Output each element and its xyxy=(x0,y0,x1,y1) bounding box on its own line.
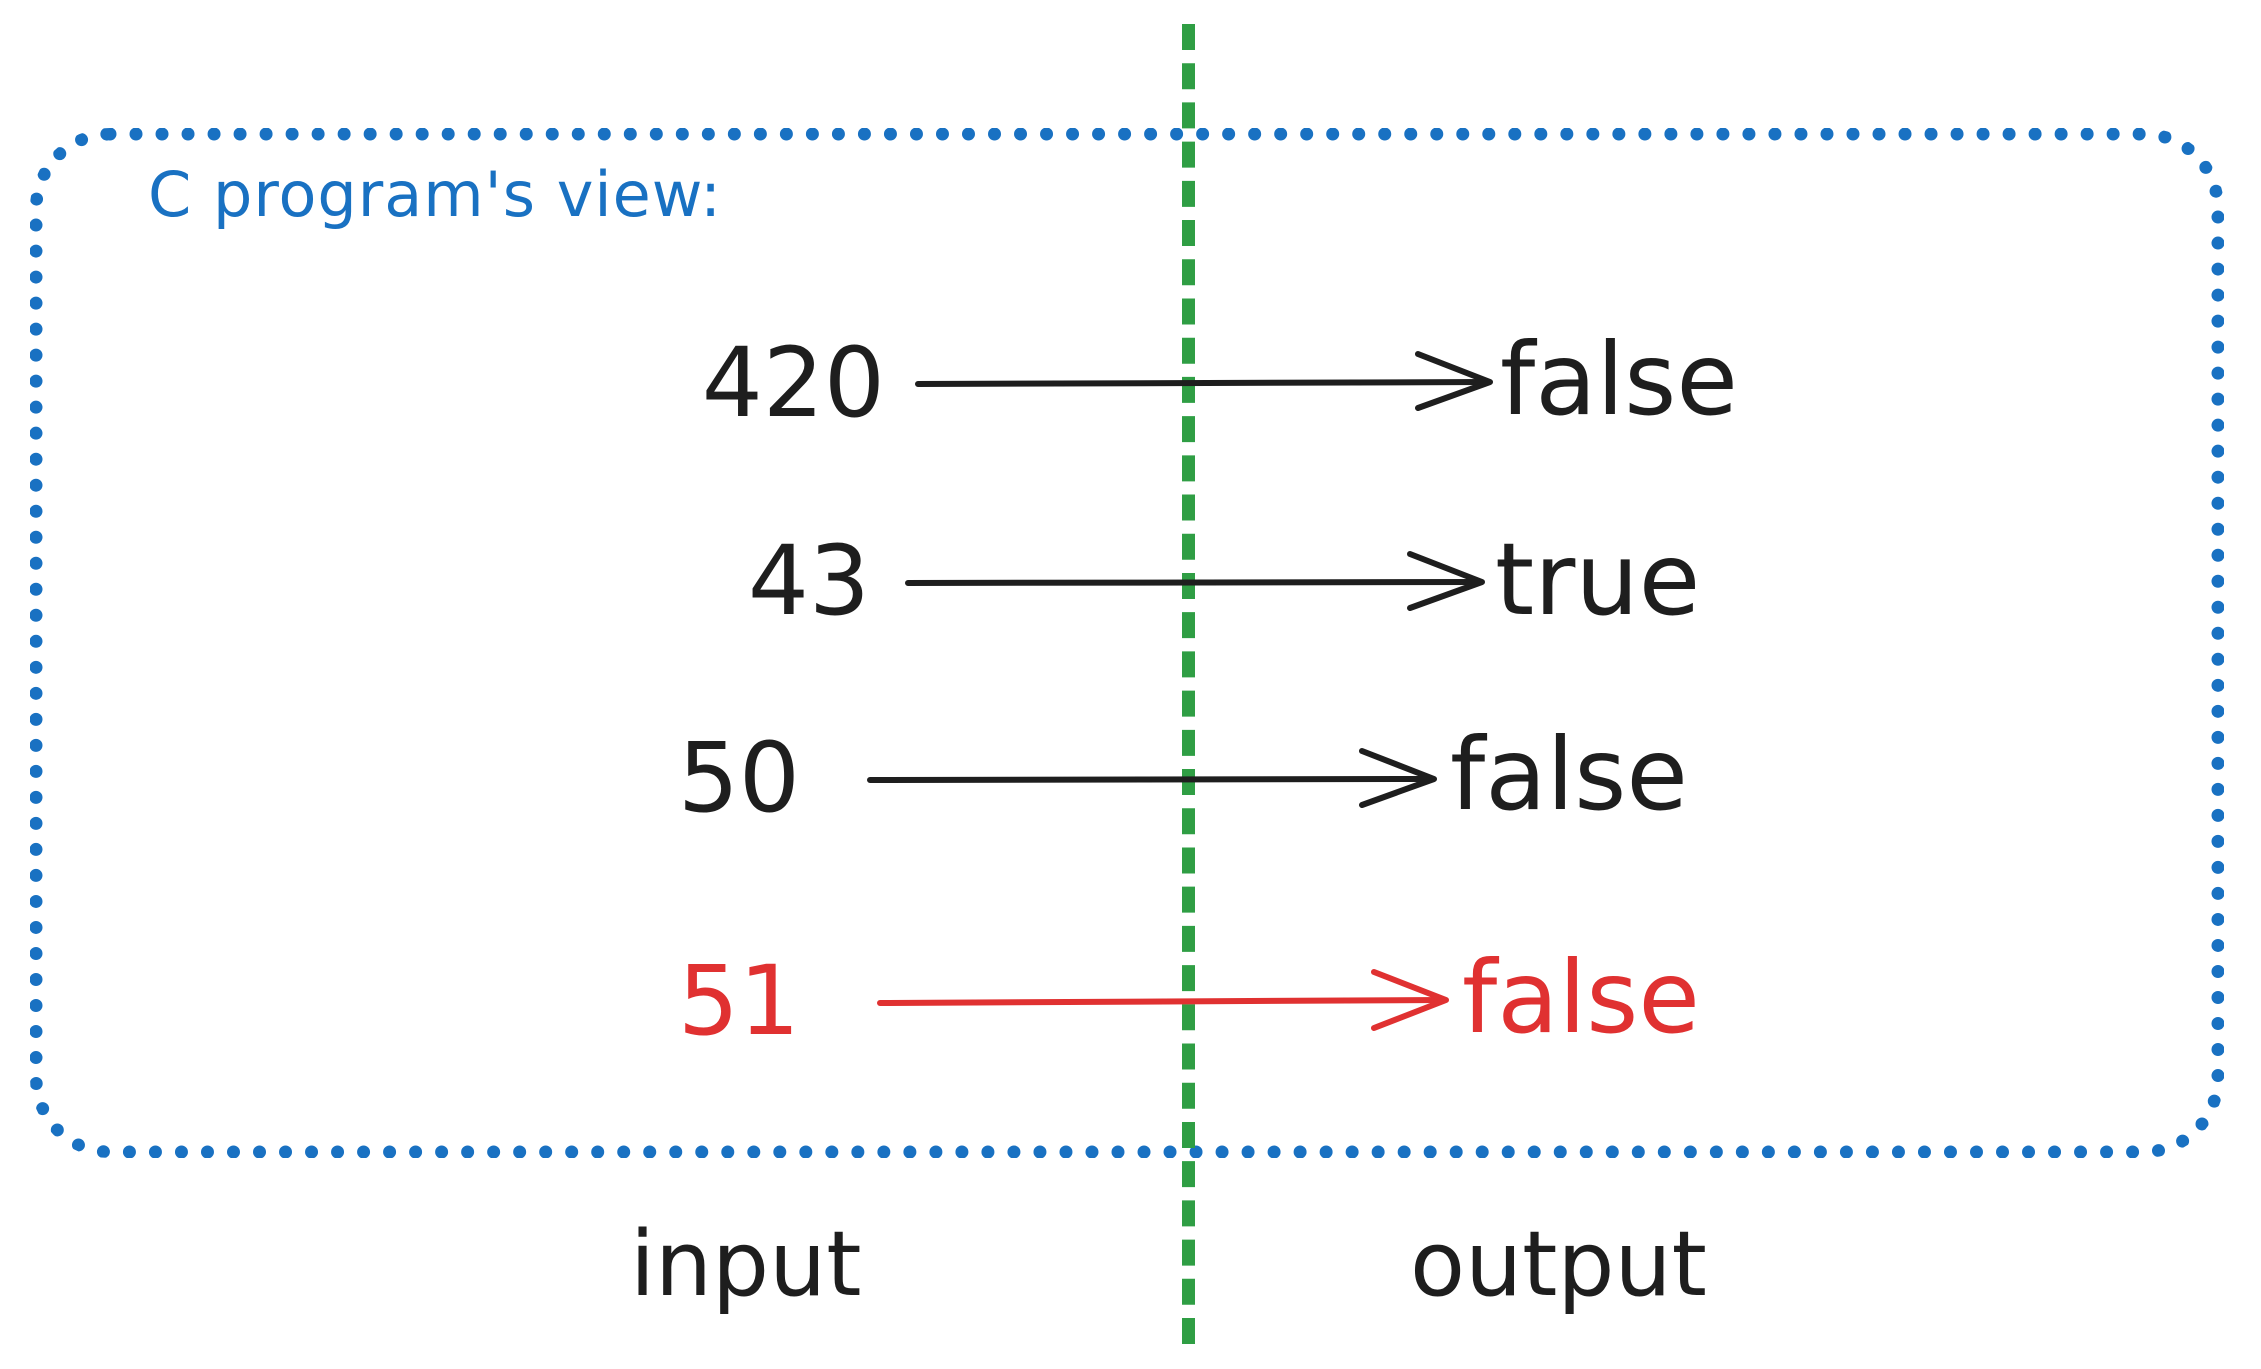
input-output-divider xyxy=(1182,24,1195,1344)
program-view-frame xyxy=(30,128,2224,1158)
output-value-false-3: false xyxy=(1462,939,1700,1056)
input-value-43: 43 xyxy=(747,525,870,637)
output-value-false-1: false xyxy=(1500,321,1738,438)
input-value-51: 51 xyxy=(677,945,800,1057)
input-column-label: input xyxy=(630,1212,862,1317)
frame-title: C program's view: xyxy=(148,158,722,231)
output-column-label: output xyxy=(1410,1212,1707,1317)
output-value-true: true xyxy=(1495,521,1701,638)
output-value-false-2: false xyxy=(1450,716,1688,833)
input-value-50: 50 xyxy=(677,722,800,834)
input-value-420: 420 xyxy=(701,327,885,439)
